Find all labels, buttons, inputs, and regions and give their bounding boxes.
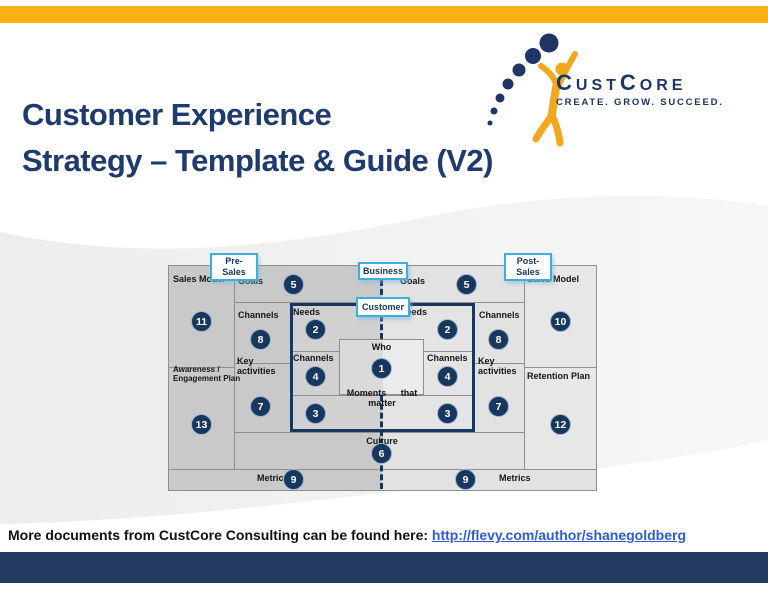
cell-channels-left xyxy=(235,303,290,364)
step-circle-8-right: 8 xyxy=(488,329,509,350)
label-moments-line1: Moments that xyxy=(346,388,418,398)
bottom-navy-bar xyxy=(0,552,768,583)
label-channels-inner-left: Channels xyxy=(293,353,334,363)
callout-pre-sales-line2: Sales xyxy=(222,267,246,277)
custcore-wordmark: CUSTCORE xyxy=(556,70,687,95)
callout-post-sales: Post- Sales xyxy=(504,253,552,281)
step-circle-5-left: 5 xyxy=(283,274,304,295)
inner-divider-right xyxy=(424,351,472,352)
page-title-line2: Strategy – Template & Guide (V2) xyxy=(22,143,493,178)
step-circle-2-left: 2 xyxy=(305,319,326,340)
step-circle-7-right: 7 xyxy=(488,396,509,417)
label-channels-inner-right: Channels xyxy=(427,353,468,363)
step-circle-13: 13 xyxy=(191,414,212,435)
label-awareness-plan: Awareness / Engagement Plan xyxy=(173,365,240,383)
page-title-line1: Customer Experience xyxy=(22,97,332,132)
label-awareness-line2: Engagement Plan xyxy=(173,374,241,383)
top-accent-bar xyxy=(0,6,768,23)
step-circle-12: 12 xyxy=(550,414,571,435)
label-key-right-line2: activities xyxy=(478,366,517,376)
custcore-logo-figure-icon xyxy=(487,33,578,147)
label-key-right: Key activities xyxy=(478,356,517,376)
custcore-logo: CUSTCORE CREATE. GROW. SUCCEED. xyxy=(480,30,760,155)
inner-divider-left xyxy=(293,351,339,352)
step-circle-4-left: 4 xyxy=(305,366,326,387)
step-circle-8-left: 8 xyxy=(250,329,271,350)
label-awareness-line1: Awareness / xyxy=(173,365,220,374)
step-circle-3-left: 3 xyxy=(305,403,326,424)
step-circle-2-right: 2 xyxy=(437,319,458,340)
label-channels-left: Channels xyxy=(238,310,279,320)
callout-pre-sales: Pre- Sales xyxy=(210,253,258,281)
cx-strategy-canvas: Sales Model Goals Goals Sales Model Chan… xyxy=(168,253,597,491)
footer-text: More documents from CustCore Consulting … xyxy=(8,527,432,543)
label-needs-left: Needs xyxy=(293,307,321,317)
label-who: Who xyxy=(371,342,392,352)
step-circle-6: 6 xyxy=(371,443,392,464)
label-key-left-line1: Key xyxy=(237,356,254,366)
callout-post-sales-line1: Post- xyxy=(516,256,540,266)
step-circle-10: 10 xyxy=(550,311,571,332)
label-channels-right: Channels xyxy=(479,310,520,320)
step-circle-11: 11 xyxy=(191,311,212,332)
label-retention-plan: Retention Plan xyxy=(527,371,591,381)
step-circle-1: 1 xyxy=(371,358,392,379)
custcore-logo-text: CUSTCORE CREATE. GROW. SUCCEED. xyxy=(556,70,724,108)
callout-pre-sales-line1: Pre- xyxy=(225,256,243,266)
label-key-left: Key activities xyxy=(237,356,276,376)
step-circle-9-right: 9 xyxy=(455,469,476,490)
label-key-right-line1: Key xyxy=(478,356,495,366)
step-circle-9-left: 9 xyxy=(283,469,304,490)
step-circle-4-right: 4 xyxy=(437,366,458,387)
callout-business: Business xyxy=(358,262,408,280)
step-circle-3-right: 3 xyxy=(437,403,458,424)
page-title: Customer Experience Strategy – Template … xyxy=(22,92,493,184)
label-key-left-line2: activities xyxy=(237,366,276,376)
callout-customer: Customer xyxy=(356,297,410,317)
footer-note: More documents from CustCore Consulting … xyxy=(8,527,686,543)
footer-link[interactable]: http://flevy.com/author/shanegoldberg xyxy=(431,527,687,543)
label-metrics-right: Metrics xyxy=(499,473,531,483)
label-moments-line2: matter xyxy=(368,398,396,408)
label-moments-that-matter: Moments that matter xyxy=(312,388,452,408)
step-circle-5-right: 5 xyxy=(456,274,477,295)
step-circle-7-left: 7 xyxy=(250,396,271,417)
callout-post-sales-line2: Sales xyxy=(516,267,540,277)
custcore-tagline: CREATE. GROW. SUCCEED. xyxy=(556,97,724,108)
